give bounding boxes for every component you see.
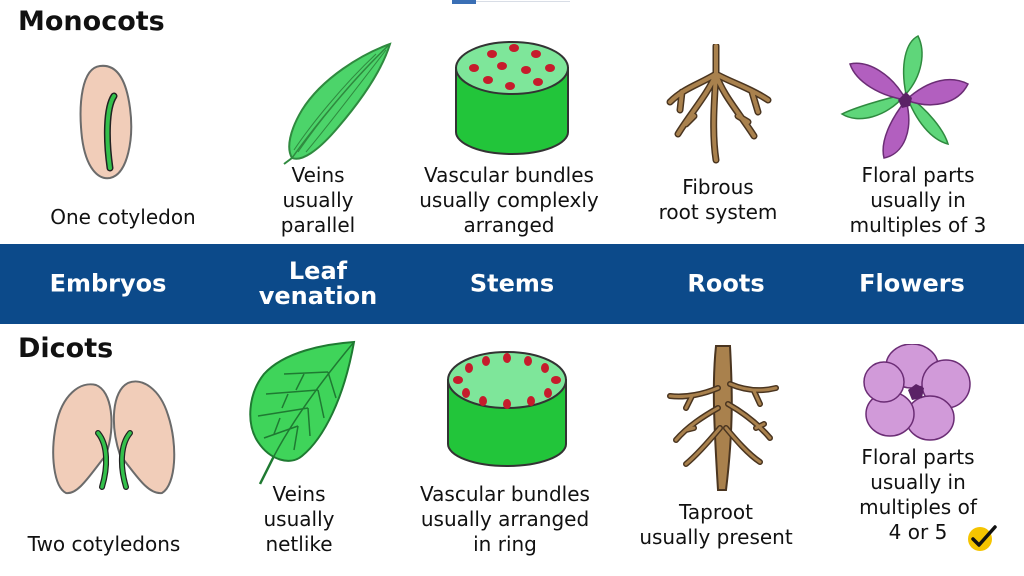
monocot-embryo-caption: One cotyledon <box>50 205 196 229</box>
parallel-leaf-icon <box>283 42 392 165</box>
category-flowers: Flowers <box>859 269 965 298</box>
monocot-flower-icon <box>840 34 970 159</box>
dicots-heading: Dicots <box>18 333 114 364</box>
taproot-icon <box>667 345 779 491</box>
seed-icon <box>79 64 133 180</box>
top-accent-mark <box>452 0 476 4</box>
dicot-flower-icon <box>863 344 971 441</box>
monocot-root-caption: Fibrous root system <box>658 175 778 224</box>
category-embryos: Embryos <box>49 269 167 298</box>
fibrous-root-icon <box>666 44 772 164</box>
top-accent-line <box>476 1 570 2</box>
dicot-embryo-caption: Two cotyledons <box>27 532 181 556</box>
monocots-heading: Monocots <box>18 6 165 37</box>
dicot-stem-icon <box>447 351 567 467</box>
dicot-flower-caption: Floral parts usually in multiples of 4 o… <box>859 445 977 544</box>
dicot-seed-icon <box>52 380 176 495</box>
dicot-venation-caption: Veins usually netlike <box>263 482 335 556</box>
monocot-flower-caption: Floral parts usually in multiples of 3 <box>849 163 987 237</box>
monocot-venation-caption: Veins usually parallel <box>280 163 356 237</box>
dicot-root-caption: Taproot usually present <box>639 500 793 549</box>
category-band <box>0 244 1024 324</box>
checkmark-icon <box>968 525 997 551</box>
netlike-leaf-icon <box>249 340 356 485</box>
dicot-stem-caption: Vascular bundles usually arranged in rin… <box>420 482 590 556</box>
monocot-stem-caption: Vascular bundles usually complexly arran… <box>419 163 599 237</box>
category-roots: Roots <box>687 269 765 298</box>
monocot-stem-icon <box>455 41 569 155</box>
category-stems: Stems <box>469 269 555 298</box>
category-leaf-venation: Leaf venation <box>258 257 378 310</box>
